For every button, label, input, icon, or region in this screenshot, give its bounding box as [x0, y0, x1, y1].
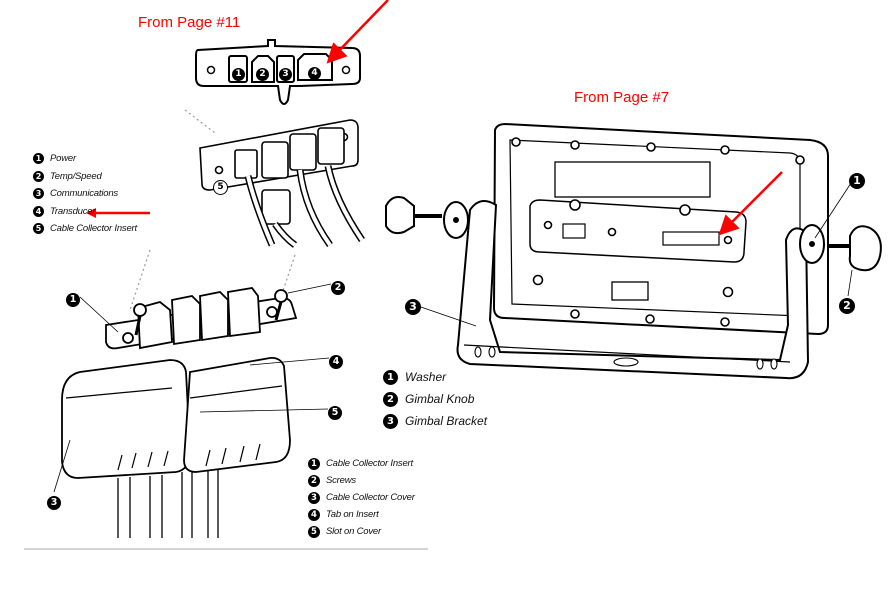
callout-5-slot: 5	[328, 402, 342, 420]
connector-plate-diagram	[195, 39, 361, 105]
display-label-recess	[554, 161, 711, 198]
red-arrow-to-transducer-port	[718, 171, 783, 236]
plugged-connector-diagram	[184, 109, 365, 248]
mounting-hole-right	[341, 65, 351, 75]
port-1-number: 1	[232, 63, 245, 81]
gimbal-leaders	[417, 179, 854, 327]
callout-2-screws: 2	[331, 277, 345, 295]
gimbal-knob-right	[848, 225, 882, 272]
cable-collector-cover-right	[183, 357, 291, 473]
port-2-socket	[251, 55, 275, 83]
port-3-number: 3	[279, 63, 292, 81]
gimbal-mount-diagram	[385, 122, 882, 380]
cable-collector-cover-left	[61, 359, 191, 479]
port-1-socket	[228, 55, 248, 83]
callout-3-gimbal-bracket: 3	[405, 297, 421, 315]
port-4-number: 4	[308, 62, 321, 80]
port-3-socket	[276, 55, 295, 83]
mounting-hole-left	[206, 65, 216, 75]
callout-1-insert: 1	[66, 289, 80, 307]
unit-power-port	[562, 223, 586, 239]
plug-callout-5: 5	[213, 176, 228, 195]
page-11-reference-label: From Page #11	[138, 14, 241, 31]
red-arrow-to-port-4	[326, 0, 389, 64]
red-arrow-to-transducer-head	[86, 208, 96, 218]
callout-4-tab: 4	[329, 351, 343, 369]
cable-collector-diagram	[61, 249, 298, 538]
connector-recess	[529, 199, 747, 263]
callout-3-cover: 3	[47, 492, 61, 510]
gimbal-knob-left	[385, 196, 415, 235]
page-7-reference-label: From Page #7	[574, 89, 670, 106]
cable-collector-leaders	[53, 283, 332, 493]
callout-2-gimbal-knob: 2	[839, 296, 855, 314]
unit-port-group	[662, 231, 720, 246]
callout-1-washer: 1	[849, 171, 865, 189]
connector-plate-outline	[195, 39, 361, 105]
port-2-number: 2	[256, 63, 269, 81]
